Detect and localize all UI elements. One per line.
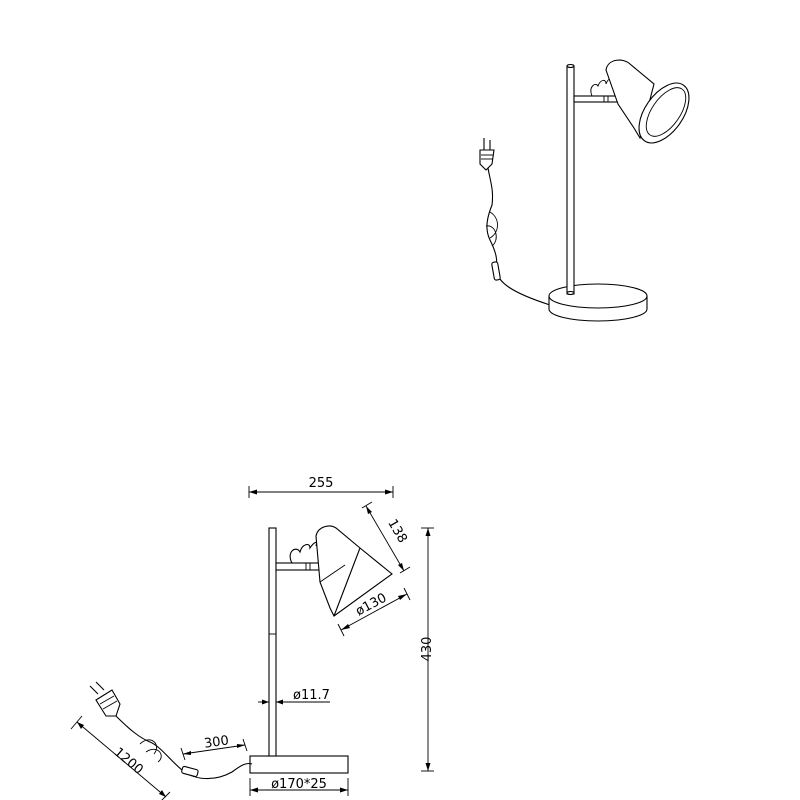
dim-pole-diameter: ø11.7 (258, 688, 330, 705)
dim-width: 255 (248, 476, 394, 498)
dim-base-label: ø170*25 (271, 777, 327, 792)
dim-cord-length: 1200 (70, 715, 171, 800)
side-base (249, 755, 349, 774)
perspective-cord-switch (491, 261, 501, 281)
side-shade (315, 525, 393, 617)
dim-cord-switch: 300 (180, 733, 248, 761)
perspective-shade (605, 59, 690, 144)
lamp-side-view: 255 138 ø130 430 (70, 476, 435, 800)
perspective-plug (479, 138, 495, 171)
side-coiled-wire (289, 541, 318, 564)
side-plug (89, 681, 121, 717)
dim-shade-depth-label: 138 (384, 517, 409, 546)
dim-base: ø170*25 (249, 777, 349, 796)
perspective-coiled-wire (590, 77, 613, 97)
dim-cord-switch-label: 300 (203, 733, 230, 751)
dim-cord-length-label: 1200 (111, 745, 146, 778)
dim-width-label: 255 (309, 476, 334, 491)
perspective-power-cord (486, 167, 551, 306)
dim-height: 430 (420, 527, 435, 772)
side-pole (268, 527, 277, 757)
lamp-perspective-view (479, 59, 690, 322)
dim-pole-diameter-label: ø11.7 (293, 688, 330, 703)
perspective-pole (566, 65, 575, 295)
perspective-base (548, 283, 648, 322)
side-cord-switch (181, 765, 199, 778)
dim-height-label: 430 (420, 637, 435, 662)
